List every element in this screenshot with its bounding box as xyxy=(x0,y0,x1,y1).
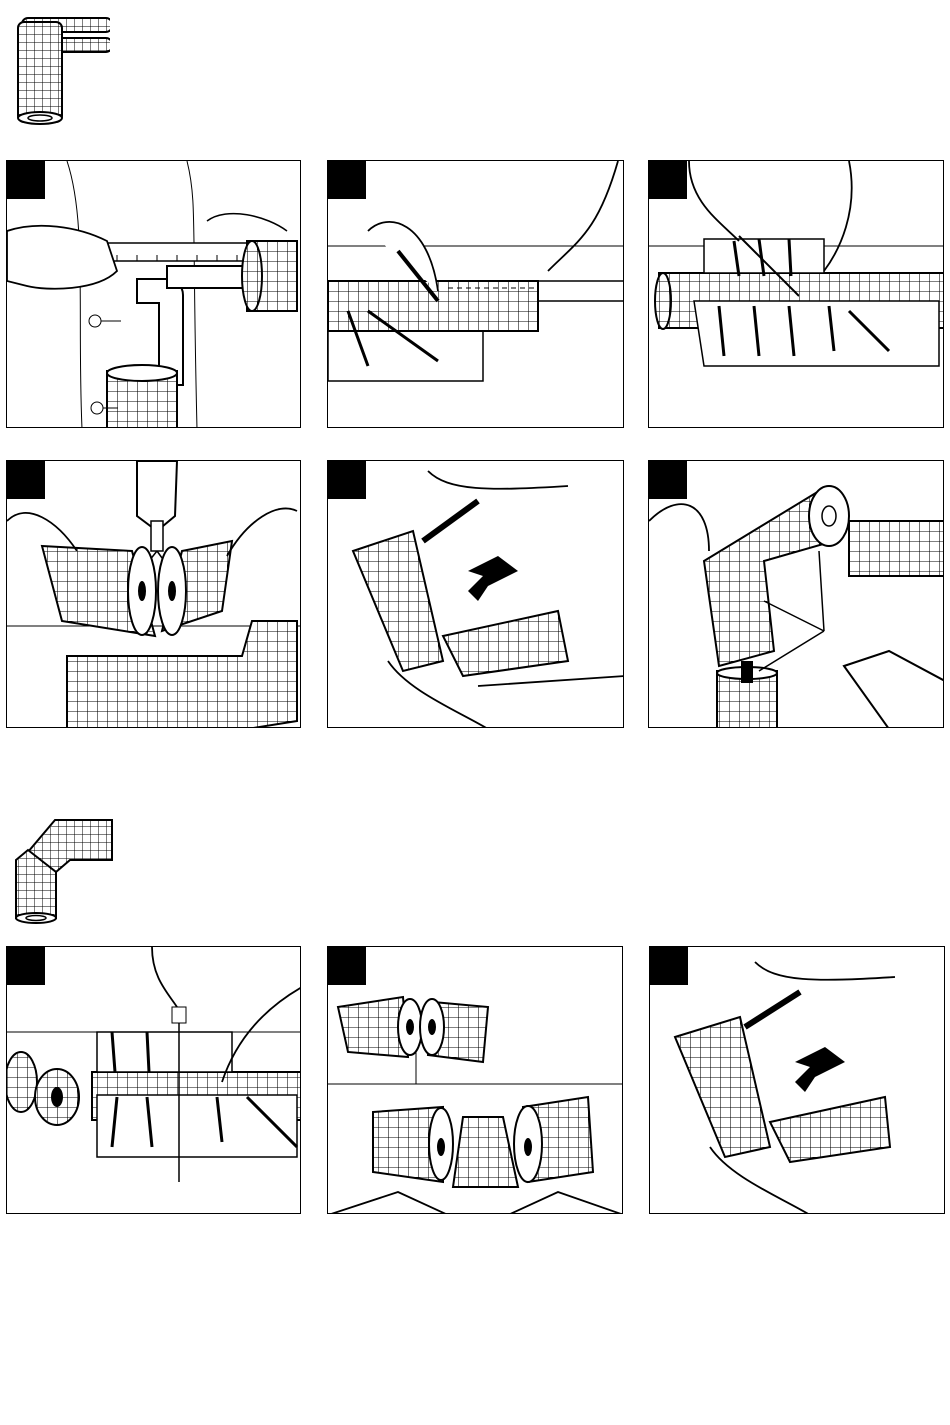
elbow-pipe-insulation-icon xyxy=(10,810,120,925)
apply-adhesive-segments-illustration xyxy=(328,947,623,1214)
tee-pipe-insulation-icon xyxy=(10,10,110,125)
step-number-badge xyxy=(649,461,687,499)
step-number-badge xyxy=(7,947,45,985)
measure-pipe-illustration xyxy=(7,161,301,428)
step-panel-fit xyxy=(648,460,944,728)
step-panel-saw xyxy=(6,946,301,1214)
press-elbow-illustration xyxy=(650,947,945,1214)
apply-adhesive-illustration xyxy=(7,461,301,728)
step-number-badge xyxy=(328,947,366,985)
step-panel-mark xyxy=(327,160,624,428)
step-panel-press xyxy=(327,460,624,728)
fit-tee-illustration xyxy=(649,461,944,728)
step-number-badge xyxy=(7,161,45,199)
saw-segments-illustration xyxy=(7,947,301,1214)
press-joint-illustration xyxy=(328,461,624,728)
step-number-badge xyxy=(650,947,688,985)
mark-insulation-illustration xyxy=(328,161,624,428)
step-number-badge xyxy=(7,461,45,499)
step-number-badge xyxy=(328,161,366,199)
step-panel-glue-segments xyxy=(327,946,623,1214)
step-number-badge xyxy=(649,161,687,199)
step-panel-cut xyxy=(648,160,944,428)
step-panel-adhesive xyxy=(6,460,301,728)
cut-mitre-box-illustration xyxy=(649,161,944,428)
step-number-badge xyxy=(328,461,366,499)
step-panel-press-elbow xyxy=(649,946,945,1214)
step-panel-measure xyxy=(6,160,301,428)
